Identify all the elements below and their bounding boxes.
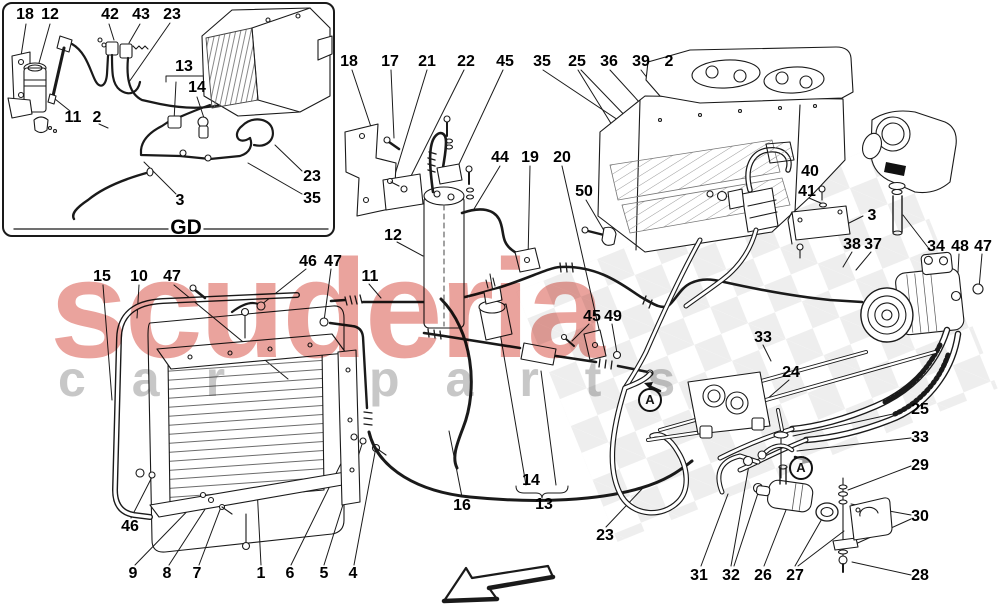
callout-label-25: 25 — [911, 401, 929, 418]
callout-label-46: 46 — [121, 518, 139, 535]
callout-label-36: 36 — [600, 53, 618, 70]
callout-label-14: 14 — [188, 79, 206, 96]
callout-label-22: 22 — [457, 53, 475, 70]
callout-label-30: 30 — [911, 508, 929, 525]
callout-label-41: 41 — [798, 183, 816, 200]
inset-detail-view — [2, 2, 335, 237]
callout-label-9: 9 — [128, 565, 138, 582]
callout-label-47: 47 — [324, 253, 342, 270]
solenoid-valve — [622, 141, 851, 391]
callout-label-12: 12 — [384, 227, 402, 244]
callout-label-13: 13 — [175, 58, 193, 75]
callout-label-28: 28 — [911, 567, 929, 584]
callout-label-3: 3 — [867, 207, 877, 224]
callout-label-48: 48 — [951, 238, 969, 255]
callout-label-3: 3 — [175, 192, 185, 209]
callout-label-1: 1 — [256, 565, 266, 582]
callout-label-25: 25 — [568, 53, 586, 70]
callout-label-15: 15 — [93, 268, 111, 285]
callout-label-45: 45 — [583, 308, 601, 325]
callout-label-14: 14 — [522, 472, 540, 489]
callout-label-27: 27 — [786, 567, 804, 584]
callout-label-23: 23 — [596, 527, 614, 544]
callout-label-29: 29 — [911, 457, 929, 474]
callout-label-11: 11 — [64, 109, 82, 126]
aux-pump-assembly — [687, 371, 893, 573]
callout-label-2: 2 — [92, 109, 102, 126]
callout-label-8: 8 — [162, 565, 172, 582]
callout-label-46: 46 — [299, 253, 317, 270]
callout-label-45: 45 — [496, 53, 514, 70]
callout-label-4: 4 — [348, 565, 358, 582]
callout-label-43: 43 — [132, 6, 150, 23]
detail-view-marker-A: A — [638, 388, 662, 412]
inset-footer-label: GD — [170, 216, 202, 239]
callout-label-33: 33 — [911, 429, 929, 446]
callout-label-23: 23 — [303, 168, 321, 185]
callout-label-13: 13 — [535, 496, 553, 513]
callout-label-37: 37 — [864, 236, 882, 253]
callout-label-26: 26 — [754, 567, 772, 584]
pressure-switch-group — [422, 277, 654, 377]
callout-label-49: 49 — [604, 308, 622, 325]
callout-label-50: 50 — [575, 183, 593, 200]
condenser-assembly — [112, 284, 387, 553]
callout-label-38: 38 — [843, 236, 861, 253]
callout-label-39: 39 — [632, 53, 650, 70]
ac-compressor — [717, 251, 984, 473]
callout-label-35: 35 — [533, 53, 551, 70]
callout-label-19: 19 — [521, 149, 539, 166]
callout-label-21: 21 — [418, 53, 436, 70]
callout-label-24: 24 — [782, 364, 800, 381]
callout-label-47: 47 — [974, 238, 992, 255]
callout-label-7: 7 — [192, 565, 202, 582]
callout-label-44: 44 — [491, 149, 509, 166]
water-pump — [861, 110, 957, 236]
callout-label-35: 35 — [303, 190, 321, 207]
callout-label-10: 10 — [130, 268, 148, 285]
callout-label-23: 23 — [163, 6, 181, 23]
callout-label-18: 18 — [340, 53, 358, 70]
callout-label-31: 31 — [690, 567, 708, 584]
callout-label-34: 34 — [927, 238, 945, 255]
callout-label-6: 6 — [285, 565, 295, 582]
callout-label-17: 17 — [381, 53, 399, 70]
callout-label-12: 12 — [41, 6, 59, 23]
callout-label-47: 47 — [163, 268, 181, 285]
callout-label-20: 20 — [553, 149, 571, 166]
callout-label-11: 11 — [361, 268, 379, 285]
callout-label-32: 32 — [722, 567, 740, 584]
callout-label-16: 16 — [453, 497, 471, 514]
callout-label-42: 42 — [101, 6, 119, 23]
detail-view-marker-A: A — [789, 456, 813, 480]
callout-label-2: 2 — [664, 53, 674, 70]
receiver-drier — [344, 115, 538, 329]
callout-label-5: 5 — [319, 565, 329, 582]
callout-label-40: 40 — [801, 163, 819, 180]
callout-label-33: 33 — [754, 329, 772, 346]
callout-label-18: 18 — [16, 6, 34, 23]
